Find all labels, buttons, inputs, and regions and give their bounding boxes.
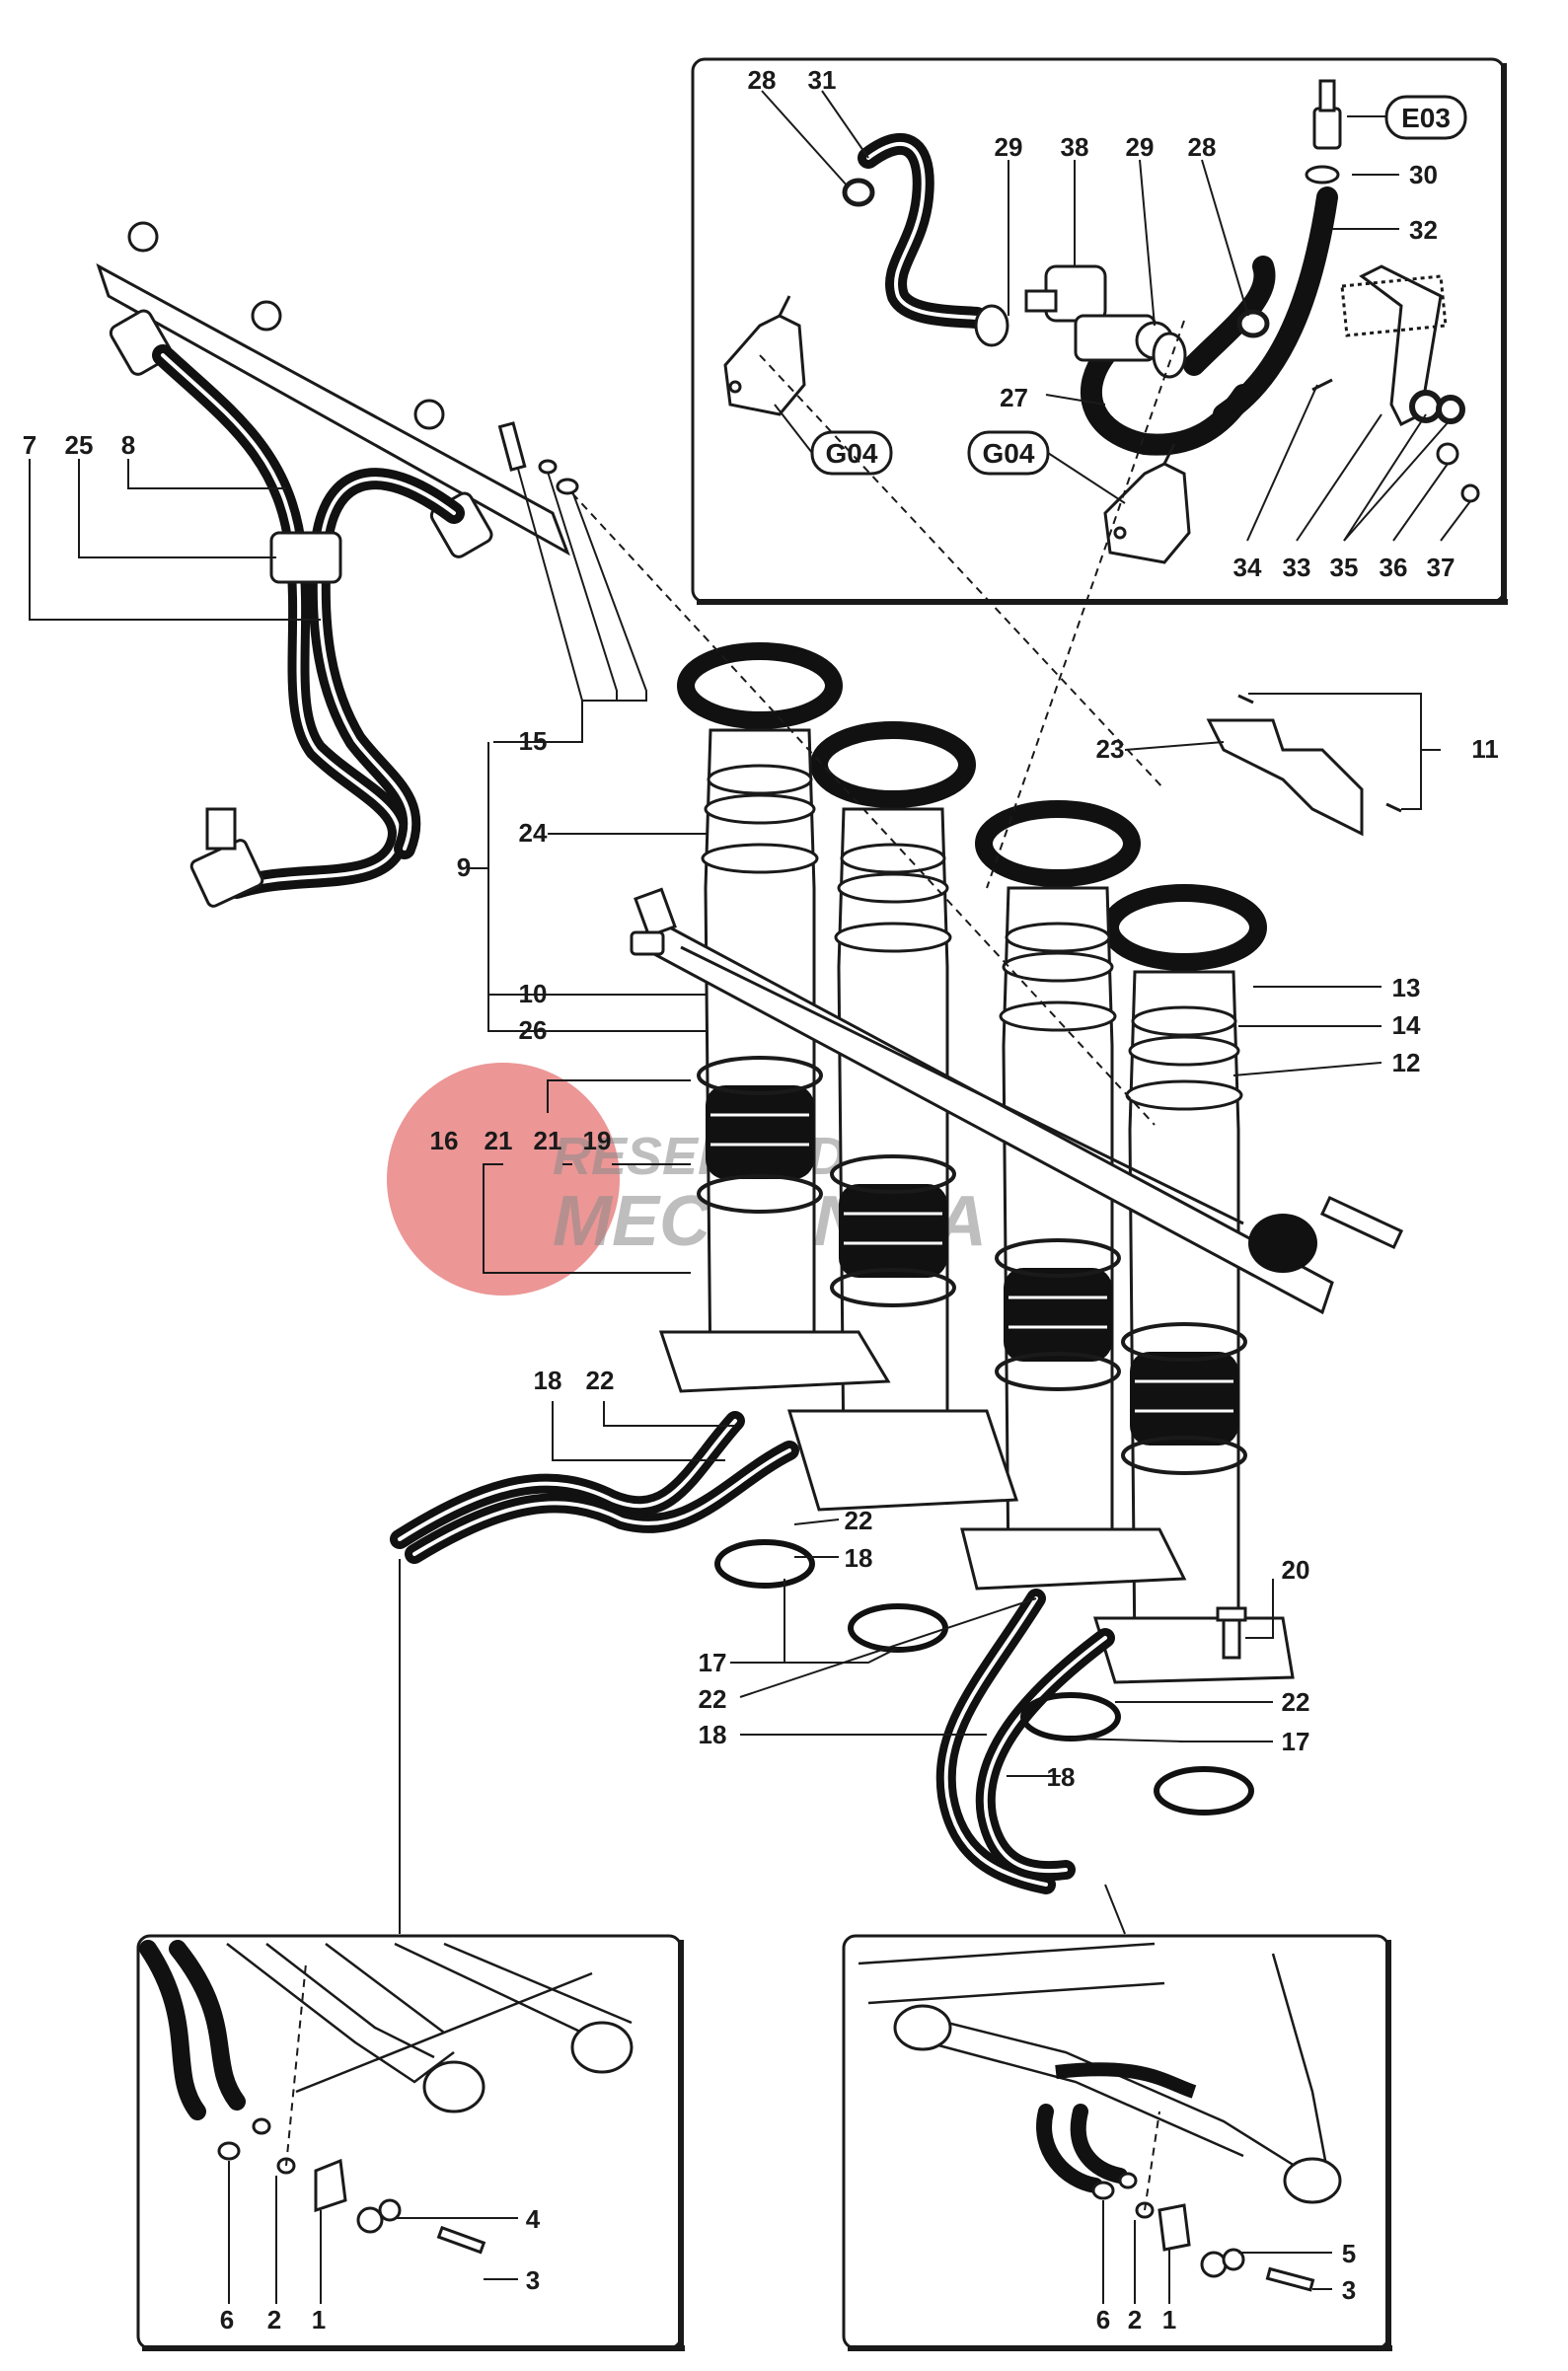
funnel-4 bbox=[1101, 884, 1267, 971]
badge-g04-left: G04 bbox=[774, 404, 893, 476]
label-26: 26 bbox=[519, 1015, 548, 1045]
label-7: 7 bbox=[23, 430, 37, 460]
label-9: 9 bbox=[457, 852, 471, 882]
bl-label-6: 6 bbox=[220, 2305, 234, 2334]
inset-label-34: 34 bbox=[1233, 553, 1262, 582]
badge-g04-right: G04 bbox=[967, 430, 1126, 504]
label-21a: 21 bbox=[534, 1126, 562, 1155]
inset-top-right: E03 G04 G04 bbox=[691, 57, 1508, 605]
inset-label-30: 30 bbox=[1409, 160, 1438, 189]
inset-label-28a: 28 bbox=[748, 65, 777, 95]
label-15: 15 bbox=[519, 726, 548, 756]
label-17a: 17 bbox=[699, 1648, 727, 1677]
label-10: 10 bbox=[519, 979, 548, 1008]
watermark-circle bbox=[387, 1063, 620, 1296]
bl-label-4: 4 bbox=[526, 2204, 541, 2234]
label-20: 20 bbox=[1282, 1555, 1310, 1585]
label-22a: 22 bbox=[586, 1366, 615, 1395]
inset-label-37: 37 bbox=[1427, 553, 1456, 582]
inset-label-29a: 29 bbox=[995, 132, 1023, 162]
badge-g04-right-text: G04 bbox=[983, 438, 1035, 469]
inset-label-33: 33 bbox=[1283, 553, 1311, 582]
label-13: 13 bbox=[1392, 973, 1421, 1002]
hose-clip-25 bbox=[269, 531, 342, 584]
inset-label-38: 38 bbox=[1061, 132, 1089, 162]
inset-bottom-left: 4 3 6 2 1 bbox=[136, 1934, 685, 2351]
hose-27 bbox=[1080, 344, 1254, 456]
inset-bottom-right: 5 3 6 2 1 bbox=[842, 1934, 1392, 2351]
label-24: 24 bbox=[519, 818, 548, 848]
fitting-left bbox=[189, 807, 264, 908]
label-18b: 18 bbox=[845, 1543, 873, 1573]
label-16: 16 bbox=[430, 1126, 459, 1155]
inset-label-27: 27 bbox=[1000, 383, 1028, 412]
badge-e03: E03 bbox=[1347, 95, 1467, 140]
br-label-1: 1 bbox=[1162, 2305, 1176, 2334]
br-label-2: 2 bbox=[1128, 2305, 1142, 2334]
main-labels: 7 25 8 15 9 24 10 26 21 21 19 16 11 23 1… bbox=[23, 430, 1499, 1792]
inset-label-35: 35 bbox=[1330, 553, 1359, 582]
bl-label-1: 1 bbox=[312, 2305, 326, 2334]
bl-label-2: 2 bbox=[267, 2305, 281, 2334]
br-label-3: 3 bbox=[1342, 2275, 1356, 2305]
badge-g04-left-text: G04 bbox=[826, 438, 878, 469]
bracket-23 bbox=[1206, 718, 1364, 837]
inset-label-28b: 28 bbox=[1188, 132, 1217, 162]
tps-sensor bbox=[1248, 1195, 1404, 1273]
inset-label-32: 32 bbox=[1409, 215, 1438, 245]
label-18d: 18 bbox=[1047, 1762, 1076, 1792]
label-12: 12 bbox=[1392, 1048, 1421, 1077]
funnel-1 bbox=[677, 642, 843, 729]
label-18a: 18 bbox=[534, 1366, 562, 1395]
label-11: 11 bbox=[1471, 734, 1499, 764]
inset-label-31: 31 bbox=[808, 65, 837, 95]
badge-e03-text: E03 bbox=[1401, 103, 1451, 133]
label-8: 8 bbox=[121, 430, 135, 460]
funnel-2 bbox=[810, 721, 976, 808]
funnel-3 bbox=[975, 800, 1141, 887]
label-21b: 21 bbox=[485, 1126, 513, 1155]
lower-hoses bbox=[390, 1411, 1115, 1894]
inset-label-29b: 29 bbox=[1126, 132, 1155, 162]
label-17b: 17 bbox=[1282, 1727, 1310, 1756]
inset-label-36: 36 bbox=[1380, 553, 1408, 582]
label-22b: 22 bbox=[845, 1506, 873, 1535]
label-22c: 22 bbox=[699, 1684, 727, 1714]
inset-top-labels: 28 31 29 38 29 28 27 30 32 34 33 35 36 3… bbox=[748, 65, 1456, 582]
label-19: 19 bbox=[583, 1126, 612, 1155]
label-25: 25 bbox=[65, 430, 94, 460]
bl-label-3: 3 bbox=[526, 2265, 540, 2295]
label-18c: 18 bbox=[699, 1720, 727, 1749]
br-label-5: 5 bbox=[1342, 2239, 1356, 2268]
canister-left bbox=[723, 295, 806, 416]
sensor-e03 bbox=[1312, 79, 1342, 150]
bracket-33 bbox=[1340, 264, 1448, 427]
label-22d: 22 bbox=[1282, 1687, 1310, 1717]
throttle-bodies bbox=[571, 320, 1404, 1684]
label-23: 23 bbox=[1096, 734, 1125, 764]
fuel-hoses-top bbox=[152, 344, 465, 899]
label-14: 14 bbox=[1392, 1010, 1421, 1040]
bolt-washers-15 bbox=[497, 421, 579, 495]
canister-right bbox=[1103, 443, 1191, 564]
br-label-6: 6 bbox=[1096, 2305, 1110, 2334]
